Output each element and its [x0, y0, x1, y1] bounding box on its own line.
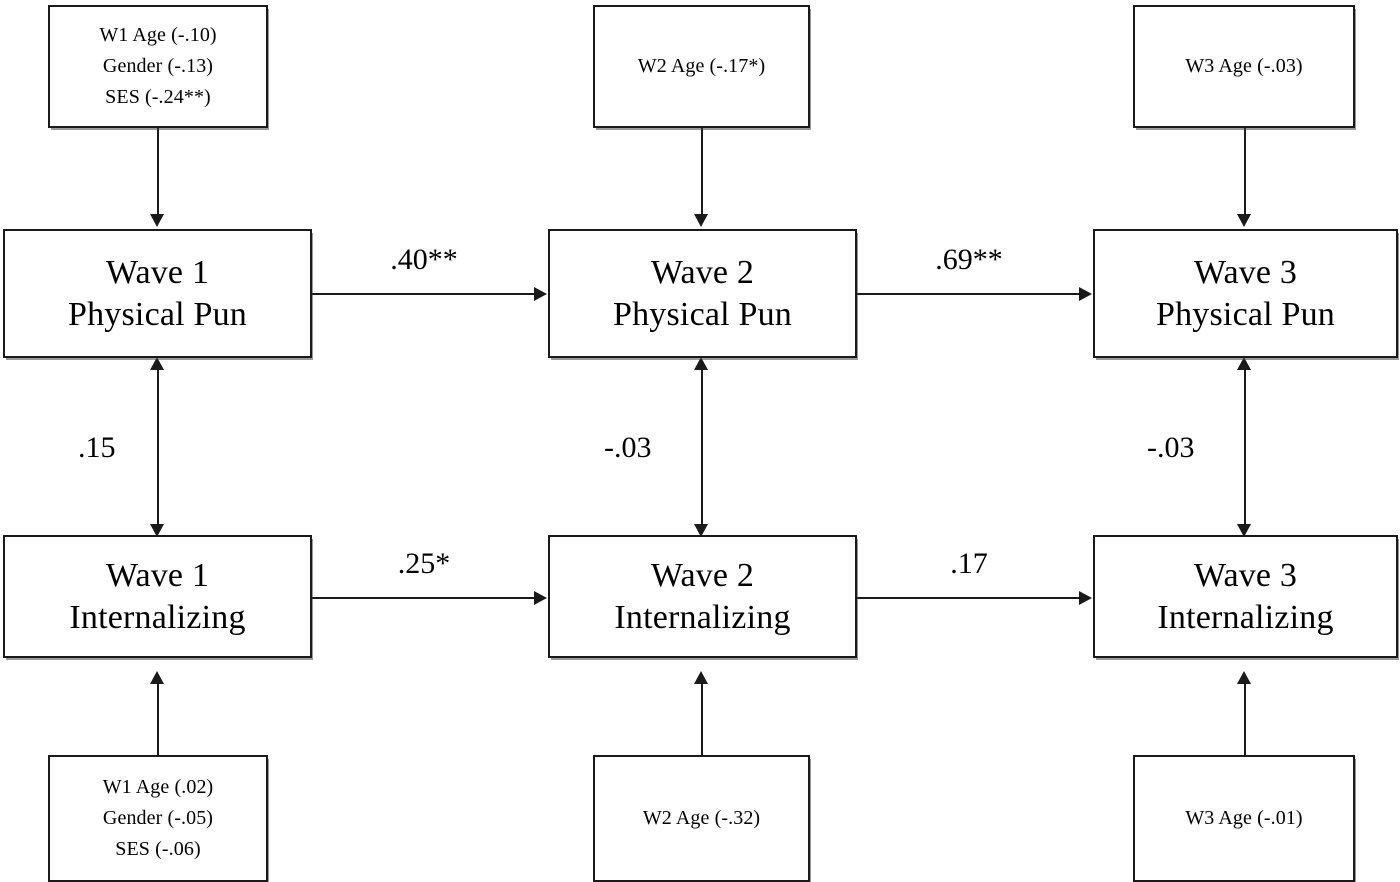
- arrowhead-down-icon: [1237, 524, 1251, 537]
- construct-box-wave-1-internalizing: Wave 1 Internalizing: [3, 535, 312, 658]
- construct-box-wave-2-physical-pun: Wave 2 Physical Pun: [548, 229, 857, 358]
- path-coefficient-physical-w1-w2: .40**: [390, 243, 458, 276]
- arrowhead-right-icon: [1079, 287, 1092, 301]
- box-line-1: Wave 3: [1193, 557, 1298, 595]
- arrowhead-right-icon: [534, 591, 547, 605]
- covariate-box-w2-top: W2 Age (-.17*): [593, 5, 810, 128]
- arrowhead-up-icon: [1237, 357, 1251, 370]
- covariate-line: W3 Age (-.03): [1185, 55, 1303, 77]
- covariate-line: SES (-.24**): [105, 86, 211, 108]
- construct-box-wave-1-physical-pun: Wave 1 Physical Pun: [3, 229, 312, 358]
- covariate-line: W1 Age (.02): [102, 776, 214, 798]
- box-line-2: Physical Pun: [612, 295, 793, 333]
- path-coefficient-internalizing-w1-w2: .25*: [397, 547, 451, 580]
- covariate-line: Gender (-.13): [102, 55, 214, 77]
- connector-w3-covariate-to-wave3-physical: [1244, 128, 1246, 216]
- correlation-coefficient-wave2: -.03: [604, 431, 652, 464]
- arrowhead-right-icon: [534, 287, 547, 301]
- connector-w2-covariate-bottom-to-wave2-internalizing: [701, 683, 703, 755]
- box-line-2: Physical Pun: [1155, 295, 1336, 333]
- box-line-1: Wave 2: [650, 254, 755, 292]
- covariate-line: W2 Age (-.17*): [637, 55, 766, 77]
- correlation-wave3-physical-internalizing: [1244, 369, 1246, 526]
- box-line-1: Wave 1: [105, 557, 210, 595]
- arrowhead-down-icon: [694, 524, 708, 537]
- box-line-1: Wave 1: [105, 254, 210, 292]
- box-line-2: Physical Pun: [67, 295, 248, 333]
- covariate-box-w3-bottom: W3 Age (-.01): [1133, 755, 1355, 882]
- covariate-box-w1-bottom: W1 Age (.02) Gender (-.05) SES (-.06): [48, 755, 268, 882]
- path-wave2-to-wave3-physical: [857, 293, 1079, 295]
- box-line-2: Internalizing: [614, 598, 791, 636]
- covariate-line: W1 Age (-.10): [99, 24, 217, 46]
- arrowhead-down-icon: [694, 214, 708, 227]
- covariate-line: SES (-.06): [115, 838, 201, 860]
- box-line-2: Internalizing: [69, 598, 246, 636]
- arrowhead-up-icon: [1237, 671, 1251, 684]
- box-line-1: Wave 2: [650, 557, 755, 595]
- construct-box-wave-2-internalizing: Wave 2 Internalizing: [548, 535, 857, 658]
- connector-w1-covariates-bottom-to-wave1-internalizing: [157, 683, 159, 755]
- path-wave1-to-wave2-physical: [312, 293, 534, 295]
- construct-box-wave-3-internalizing: Wave 3 Internalizing: [1093, 535, 1398, 658]
- connector-w3-covariate-bottom-to-wave3-internalizing: [1244, 683, 1246, 755]
- path-coefficient-internalizing-w2-w3: .17: [950, 547, 988, 580]
- covariate-line: Gender (-.05): [102, 807, 214, 829]
- connector-w1-covariates-to-wave1-physical: [157, 128, 159, 216]
- path-coefficient-physical-w2-w3: .69**: [935, 243, 1003, 276]
- box-line-1: Wave 3: [1193, 254, 1298, 292]
- arrowhead-right-icon: [1079, 591, 1092, 605]
- connector-w2-covariate-to-wave2-physical: [701, 128, 703, 216]
- correlation-wave2-physical-internalizing: [701, 369, 703, 526]
- covariate-box-w2-bottom: W2 Age (-.32): [593, 755, 810, 882]
- arrowhead-up-icon: [150, 671, 164, 684]
- path-wave1-to-wave2-internalizing: [312, 597, 534, 599]
- correlation-coefficient-wave3: -.03: [1147, 431, 1195, 464]
- arrowhead-up-icon: [694, 357, 708, 370]
- arrowhead-up-icon: [150, 357, 164, 370]
- covariate-line: W2 Age (-.32): [642, 807, 761, 829]
- arrowhead-down-icon: [150, 214, 164, 227]
- path-wave2-to-wave3-internalizing: [857, 597, 1079, 599]
- covariate-line: W3 Age (-.01): [1185, 807, 1303, 829]
- construct-box-wave-3-physical-pun: Wave 3 Physical Pun: [1093, 229, 1398, 358]
- arrowhead-up-icon: [694, 671, 708, 684]
- correlation-wave1-physical-internalizing: [157, 369, 159, 526]
- arrowhead-down-icon: [150, 524, 164, 537]
- covariate-box-w1-top: W1 Age (-.10) Gender (-.13) SES (-.24**): [48, 5, 268, 128]
- arrowhead-down-icon: [1237, 214, 1251, 227]
- covariate-box-w3-top: W3 Age (-.03): [1133, 5, 1355, 128]
- correlation-coefficient-wave1: .15: [78, 431, 116, 464]
- box-line-2: Internalizing: [1157, 598, 1334, 636]
